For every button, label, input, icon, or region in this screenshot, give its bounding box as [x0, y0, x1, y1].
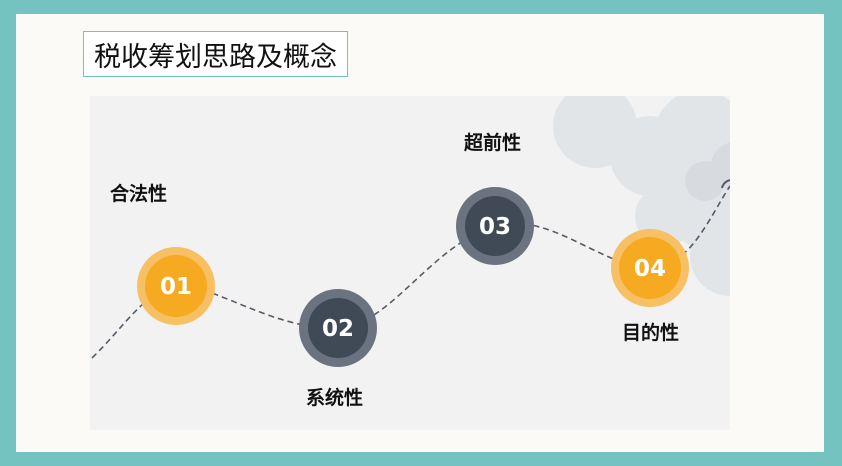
step-label-04: 目的性: [622, 318, 679, 345]
slide-title: 税收筹划思路及概念: [83, 31, 348, 77]
step-label-02: 系统性: [306, 383, 363, 410]
timeline-graphic: 01 02 03 04: [90, 96, 730, 430]
step-marker-03: 03: [456, 187, 534, 265]
timeline-panel: 01 02 03 04 合法性 系统性 超前性 目的性: [90, 96, 730, 430]
step-label-03: 超前性: [464, 128, 521, 155]
slide: 税收筹划思路及概念 01: [16, 14, 824, 452]
step-marker-04: 04: [611, 229, 689, 307]
step-marker-01: 01: [137, 247, 215, 325]
step-label-01: 合法性: [110, 179, 167, 206]
step-number-01: 01: [160, 274, 192, 300]
step-number-02: 02: [322, 316, 354, 342]
step-marker-02: 02: [299, 289, 377, 367]
step-number-03: 03: [479, 214, 511, 240]
step-number-04: 04: [634, 256, 666, 282]
